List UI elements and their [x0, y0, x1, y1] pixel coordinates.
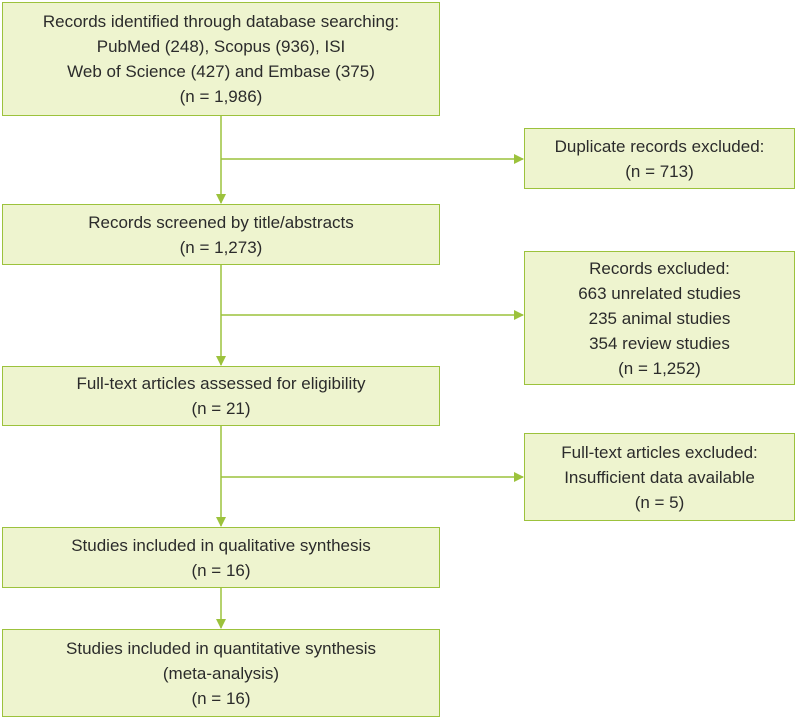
fulltext-excluded-title: Full-text articles excluded: — [561, 442, 758, 462]
duplicate-records-box: Duplicate records excluded: (n = 713) — [524, 128, 795, 189]
fulltext-assessed-title: Full-text articles assessed for eligibil… — [76, 374, 366, 393]
records-identified-title: Records identified through database sear… — [42, 12, 400, 31]
records-excluded-animal: 235 animal studies — [588, 308, 731, 328]
records-screened-box: Records screened by title/abstracts (n =… — [2, 204, 440, 265]
fulltext-assessed-box: Full-text articles assessed for eligibil… — [2, 366, 440, 426]
fulltext-excluded-box: Full-text articles excluded: Insufficien… — [524, 433, 795, 521]
fulltext-assessed-count: (n = 21) — [191, 399, 251, 418]
records-identified-sources-cont: Web of Science (427) and Embase (375) — [67, 62, 375, 81]
qualitative-synthesis-box: Studies included in qualitative synthesi… — [2, 527, 440, 588]
records-excluded-review: 354 review studies — [589, 333, 730, 353]
records-identified-box: Records identified through database sear… — [2, 2, 440, 116]
quantitative-synthesis-title: Studies included in quantitative synthes… — [66, 638, 376, 658]
quantitative-synthesis-box: Studies included in quantitative synthes… — [2, 629, 440, 717]
quantitative-synthesis-count: (n = 16) — [191, 688, 251, 708]
records-excluded-box: Records excluded: 663 unrelated studies … — [524, 251, 795, 385]
qualitative-synthesis-title: Studies included in qualitative synthesi… — [71, 535, 371, 555]
quantitative-synthesis-subtitle: (meta-analysis) — [162, 663, 280, 683]
records-identified-count: (n = 1,986) — [179, 87, 263, 106]
fulltext-excluded-count: (n = 5) — [634, 492, 685, 512]
fulltext-excluded-reason: Insufficient data available — [564, 467, 755, 487]
qualitative-synthesis-count: (n = 16) — [191, 560, 251, 580]
records-screened-title: Records screened by title/abstracts — [88, 212, 354, 232]
records-identified-sources: PubMed (248), Scopus (936), ISI — [96, 37, 346, 56]
records-excluded-unrelated: 663 unrelated studies — [578, 283, 741, 303]
records-excluded-title: Records excluded: — [589, 258, 730, 278]
duplicate-records-count: (n = 713) — [625, 161, 694, 181]
records-excluded-count: (n = 1,252) — [618, 358, 701, 378]
duplicate-records-title: Duplicate records excluded: — [554, 136, 765, 156]
records-screened-count: (n = 1,273) — [179, 237, 263, 257]
